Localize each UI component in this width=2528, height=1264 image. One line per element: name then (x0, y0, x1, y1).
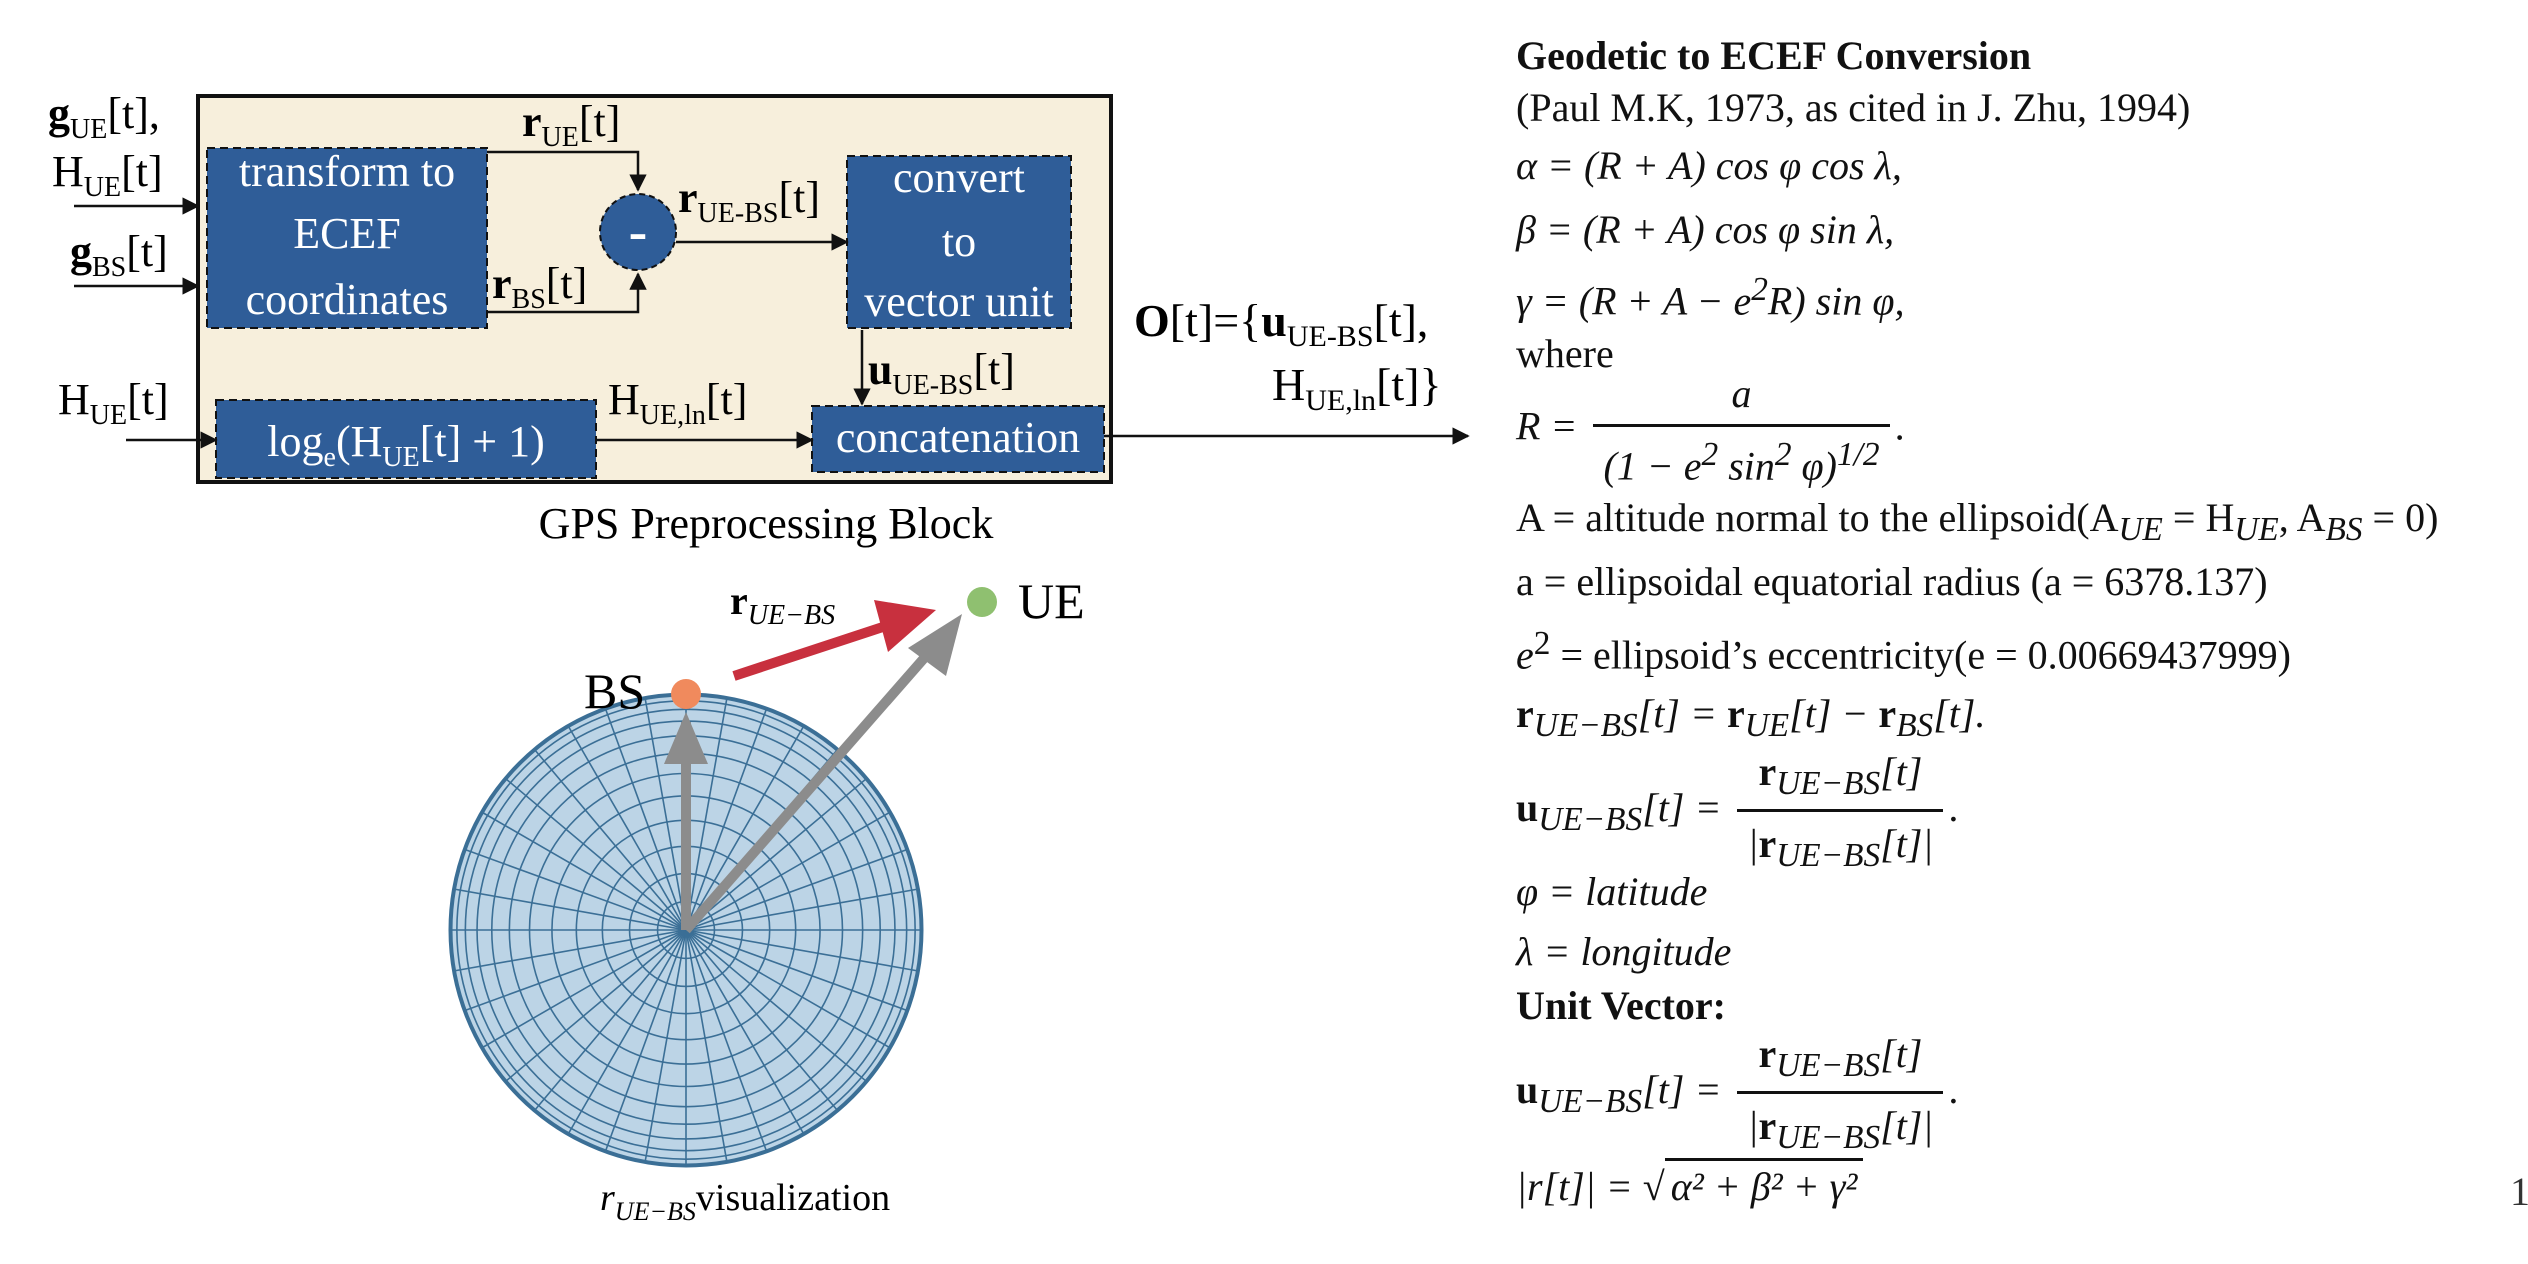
transform-box-line3: coordinates (246, 275, 449, 324)
input-h-ue-bottom: HUE[t] (58, 375, 169, 431)
page-number: 1 (2510, 1169, 2528, 1214)
r-ue-bs-label: rUE−BS (730, 578, 835, 631)
convert-box-line2: to (942, 217, 976, 266)
meridian-line (685, 929, 839, 1112)
e-def: e2 = ellipsoid’s eccentricity(e = 0.0066… (1516, 625, 2291, 678)
r-ue-bs-def: rUE−BS[t] = rUE[t] − rBS[t]. (1516, 691, 1986, 744)
meridian-line (644, 697, 687, 931)
output-line1: O[t]={uUE-BS[t], (1134, 295, 1428, 353)
a-altitude-def: A = altitude normal to the ellipsoid(AUE… (1516, 495, 2439, 548)
meridian-line (685, 929, 891, 1049)
signal-r-ue: rUE[t] (522, 97, 620, 153)
transform-box-line1: transform to (239, 147, 455, 196)
ue-label: UE (1018, 573, 1085, 629)
input-h-ue-top: HUE[t] (52, 147, 163, 203)
where-text: where (1516, 331, 1614, 376)
convert-box-line3: vector unit (864, 277, 1053, 326)
phi-def: φ = latitude (1516, 869, 1708, 914)
meridian-line (685, 725, 805, 931)
meridian-line (685, 697, 728, 931)
meridian-line (685, 929, 919, 972)
transform-box-line2: ECEF (293, 209, 401, 258)
meridian-line (685, 888, 919, 931)
meridian-line (567, 725, 687, 931)
meridian-line (685, 929, 728, 1163)
meridian-line (567, 929, 687, 1135)
meridian-line (685, 929, 768, 1153)
meridian-line (463, 929, 687, 1012)
bs-arrow-head (664, 712, 708, 764)
bs-dot (671, 679, 701, 709)
ue-arrow-head (908, 614, 962, 676)
meridian-line (685, 777, 868, 931)
unit-vector-heading: Unit Vector: (1516, 983, 1726, 1028)
signal-u-ue-bs: uUE-BS[t] (868, 345, 1015, 401)
lambda-def: λ = longitude (1516, 929, 1732, 974)
gamma-eq: γ = (R + A − e2R) sin φ, (1516, 271, 1905, 324)
signal-r-ue-bs: rUE-BS[t] (678, 173, 820, 229)
r-def: R = a(1 − e2 sin2 φ)1/2. (1516, 368, 1906, 492)
norm-eq: |r[t]| = √α² + β² + γ² (1516, 1158, 1864, 1213)
meridian-line (685, 929, 868, 1083)
citation: (Paul M.K, 1973, as cited in J. Zhu, 199… (1516, 85, 2191, 130)
meridian-line (481, 929, 687, 1049)
meridian-line (453, 929, 687, 972)
subtract-node (599, 193, 677, 271)
subtract-sign: - (629, 201, 648, 263)
meridian-line (685, 929, 805, 1135)
u-def-repeat: uUE−BS[t] = rUE−BS[t]|rUE−BS[t]|. (1516, 1028, 1959, 1160)
signal-r-bs: rBS[t] (492, 259, 587, 315)
visualization-caption: rUE−BSvisualization (600, 1177, 890, 1226)
ue-dot (967, 587, 997, 617)
log-box-label: loge(HUE[t] + 1) (267, 417, 544, 473)
meridian-line (685, 707, 768, 931)
input-g-ue: gUE[t], (48, 89, 160, 145)
gps-preprocessing-diagram: transform to ECEF coordinates convert to… (48, 89, 1470, 1226)
equations-heading: Geodetic to ECEF Conversion (1516, 33, 2032, 78)
meridian-line (453, 888, 687, 931)
ue-position-arrow (682, 636, 944, 934)
bs-label: BS (584, 663, 645, 719)
u-def: uUE−BS[t] = rUE−BS[t]|rUE−BS[t]|. (1516, 746, 1959, 878)
log-box (215, 399, 597, 479)
meridian-line (504, 777, 687, 931)
concatenation-box (811, 405, 1105, 473)
r-ue-bs-arrow (732, 617, 900, 681)
transform-ecef-box (206, 147, 488, 329)
meridian-line (533, 748, 687, 931)
signal-h-ue-ln: HUE,ln[t] (608, 375, 747, 431)
r-ue-bs-arrow-head (874, 600, 936, 652)
output-line2: HUE,ln[t]} (1272, 359, 1442, 417)
convert-box-line1: convert (893, 153, 1025, 202)
block-title: GPS Preprocessing Block (539, 499, 994, 548)
concatenation-label: concatenation (836, 413, 1080, 462)
meridian-line (685, 929, 909, 1012)
meridian-line (463, 848, 687, 931)
meridian-line (685, 811, 891, 931)
meridian-line (533, 929, 687, 1112)
meridian-line (504, 929, 687, 1083)
a-radius-def: a = ellipsoidal equatorial radius (a = 6… (1516, 559, 2268, 604)
alpha-eq: α = (R + A) cos φ cos λ, (1516, 143, 1902, 188)
meridian-line (604, 929, 687, 1153)
meridian-line (481, 811, 687, 931)
meridian-line (604, 707, 687, 931)
meridian-line (685, 848, 909, 931)
beta-eq: β = (R + A) cos φ sin λ, (1516, 207, 1895, 252)
meridian-line (644, 929, 687, 1163)
input-g-bs: gBS[t] (70, 227, 168, 283)
